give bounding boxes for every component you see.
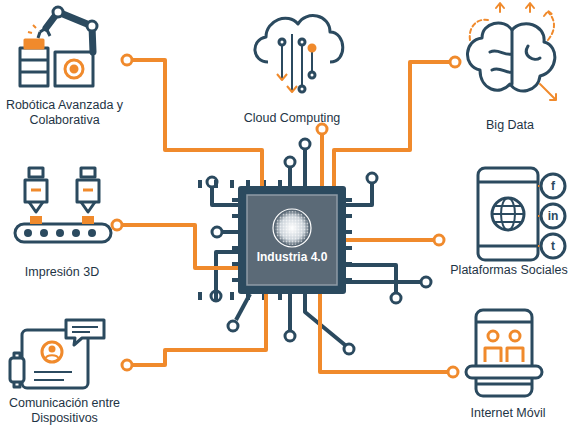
chip-node: Industria 4.0 [238,186,346,294]
connector-end [448,367,458,377]
tablet-icon [10,320,104,388]
connector-end [450,57,460,67]
node-label: Plataformas Sociales [439,263,579,281]
chip-body [198,180,352,300]
icon-node: Robótica Avanzada y Colaborativa [2,4,127,131]
node-label: Impresión 3D [7,265,117,283]
node-label: Cloud Computing [227,111,357,129]
chip-pin [198,180,202,188]
icon-node: Big Data [455,6,565,136]
brain-icon [467,3,556,100]
chip-pin [230,292,234,300]
node-label: Internet Móvil [453,406,563,424]
connector-line [117,225,238,268]
connector-end [317,124,327,134]
node-label: Big Data [455,118,565,136]
icon-node: Impresión 3D [7,165,117,283]
connector-line [127,294,266,365]
connector-end [122,360,132,370]
mobile-icon [466,310,542,396]
connector-line [334,62,455,186]
chip-pin [214,292,218,300]
node-label: Comunicación entre Dispositivos [2,396,127,429]
social-letter: f [541,174,565,198]
printer-icon [15,168,111,242]
chip-pin [214,180,218,188]
connector-end [122,55,132,65]
chip-label: Industria 4.0 [238,250,346,267]
circuit-traces [212,150,420,345]
robot-icon [20,7,97,86]
connector-line [346,238,439,242]
cloud-icon [255,16,343,92]
icon-node: Cloud Computing [227,8,357,129]
chip-pin [198,292,202,300]
social-phone-icon [478,168,565,260]
node-label: Robótica Avanzada y Colaborativa [2,98,127,131]
connector-end [112,220,122,230]
connector-line [127,60,262,186]
connector-line [320,294,453,372]
connector-end [434,235,444,245]
chip-pin [230,180,234,188]
icon-node: Internet Móvil [453,310,563,424]
social-letter: t [541,234,565,258]
icon-node: Comunicación entre Dispositivos [2,318,127,429]
connector-line [320,129,324,186]
social-letter: in [541,204,565,228]
